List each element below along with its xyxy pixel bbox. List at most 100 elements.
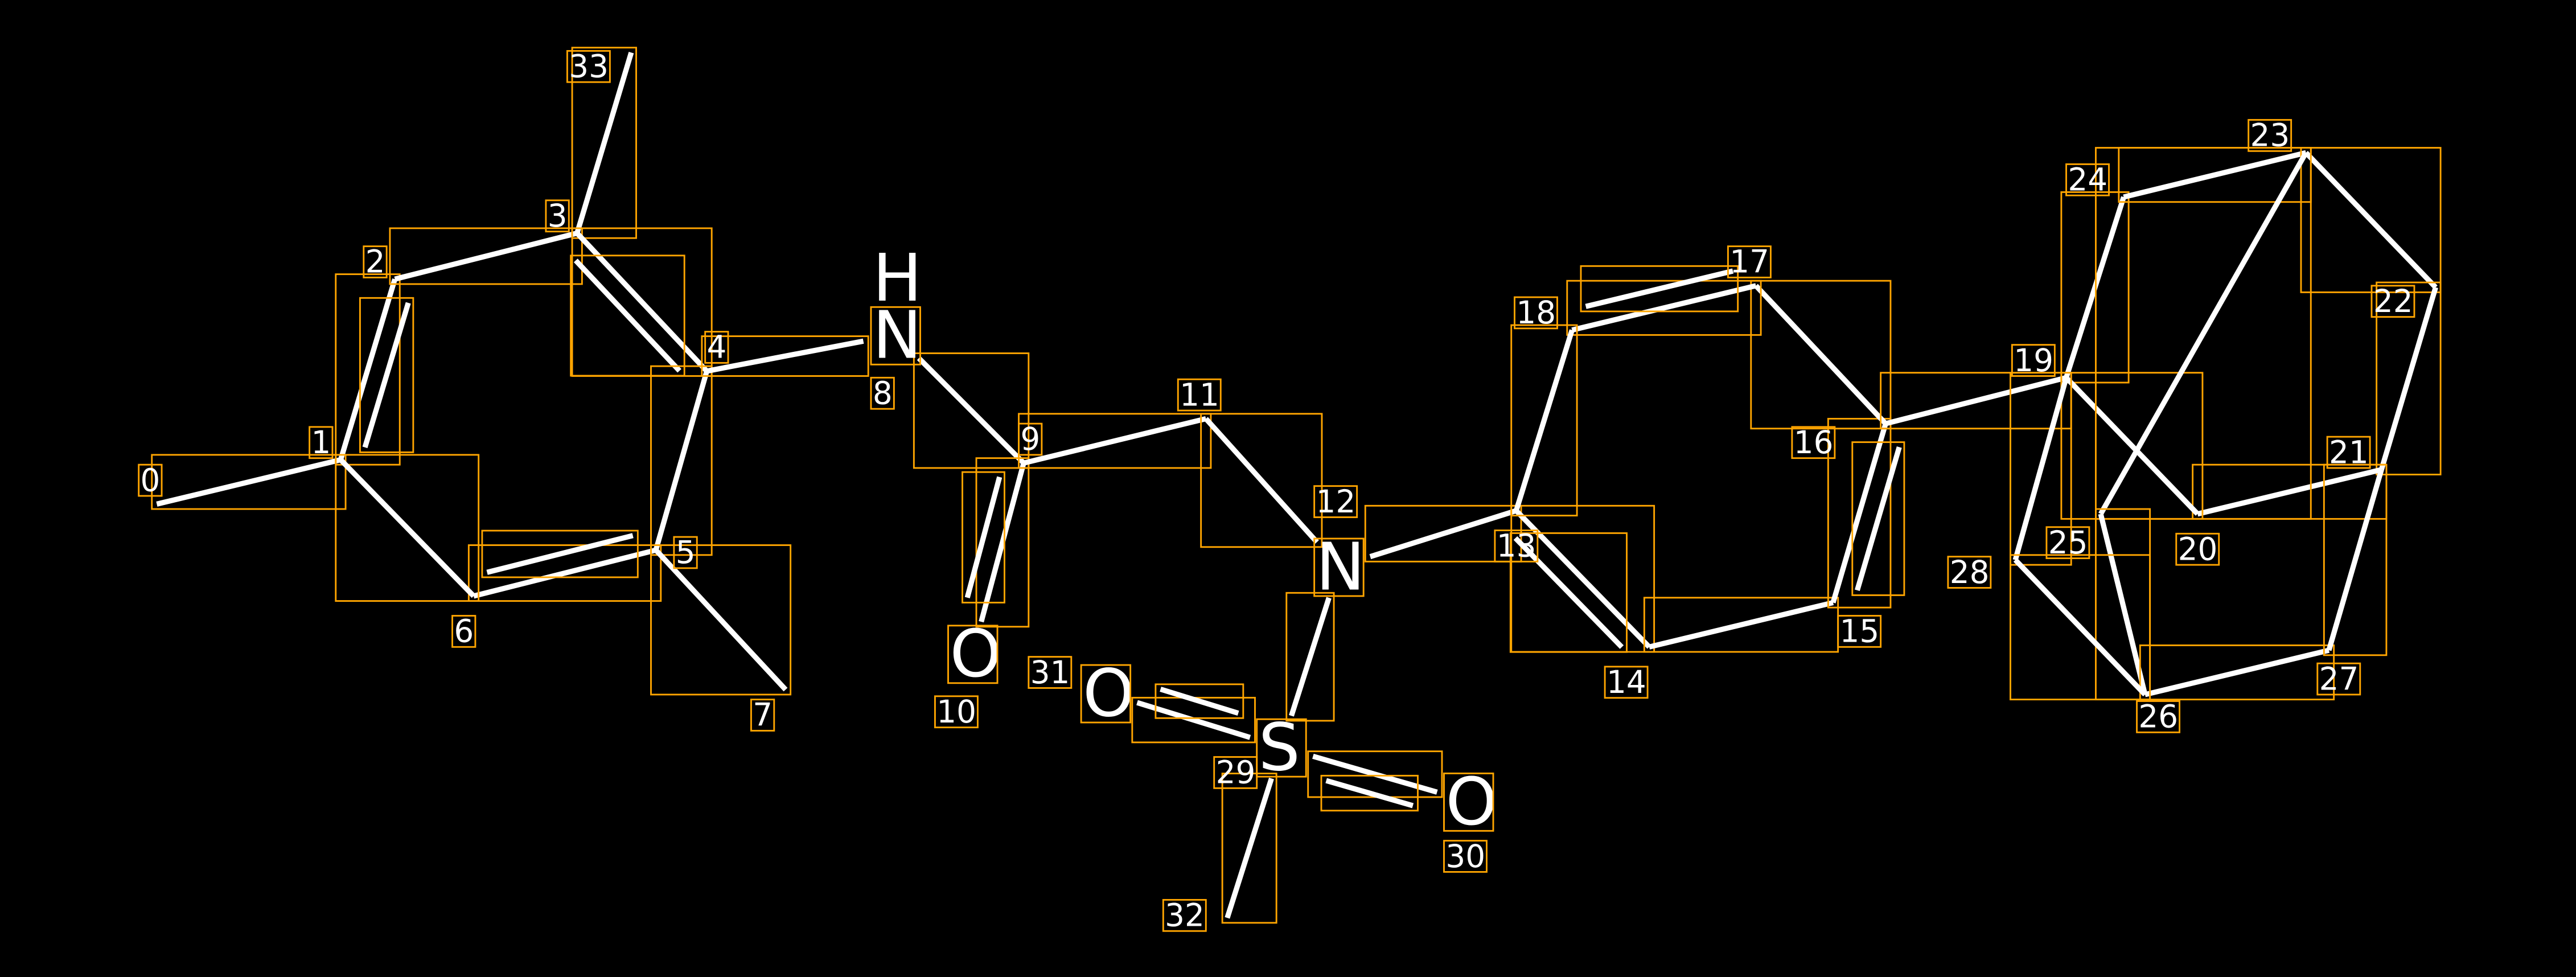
atom-index-box-24	[2065, 163, 2110, 196]
bond-16-19	[1885, 375, 2067, 426]
atom-index-box-28	[1947, 556, 1992, 589]
atom-index-box-27	[2316, 662, 2361, 696]
atom-index-box-23	[2248, 119, 2292, 152]
atom-index-17: 17	[1729, 244, 1769, 280]
bond-0-1-box	[151, 454, 347, 510]
bond-16-17	[1754, 284, 1888, 426]
bond-5-6-second-line-box	[481, 529, 639, 578]
bond-1-2-second-line-box	[359, 297, 414, 453]
bond-3-33-box	[571, 47, 637, 239]
atom-index-16: 16	[1794, 424, 1834, 461]
atoms-layer: 01234567N89O1011N12131415161718192021222…	[138, 48, 2415, 934]
bond-29-30-second-line-box	[1320, 774, 1419, 812]
atom-index-box-17	[1727, 245, 1772, 278]
atom-index-4: 4	[707, 329, 727, 366]
atom-symbol-box-29	[1256, 718, 1307, 778]
atom-index-20: 20	[2178, 531, 2218, 567]
bond-25-26	[2098, 513, 2148, 696]
bond-19-28-box	[2010, 372, 2072, 566]
atom-index-box-20	[2175, 532, 2220, 566]
bond-4-5	[653, 370, 709, 551]
bond-26-27	[2144, 647, 2330, 697]
atom-index-9: 9	[1020, 421, 1040, 457]
bond-29-30-second-line	[1325, 778, 1414, 808]
atom-index-box-22	[2370, 285, 2415, 318]
bond-3-4-second-line	[573, 258, 681, 373]
atom-index-box-6	[451, 615, 476, 648]
atom-index-28: 28	[1950, 554, 1990, 590]
bond-17-18-second-line	[1585, 268, 1734, 309]
atom-index-7: 7	[753, 697, 773, 733]
bond-5-7-box	[650, 544, 792, 696]
bonds-layer	[151, 47, 2442, 924]
bond-13-14-second-line-box	[1509, 532, 1628, 653]
atom-index-box-10	[934, 695, 979, 729]
atom-index-0: 0	[141, 462, 161, 498]
bond-29-30	[1312, 753, 1438, 795]
atom-index-box-29	[1213, 756, 1258, 789]
bond-17-18	[1571, 283, 1757, 333]
atom-index-2: 2	[365, 244, 385, 280]
atom-index-box-15	[1837, 615, 1882, 648]
atom-index-8: 8	[873, 375, 893, 411]
atom-index-box-21	[2326, 436, 2371, 469]
atom-symbol-30: O	[1445, 764, 1497, 840]
atom-index-18: 18	[1516, 294, 1556, 331]
atom-index-27: 27	[2319, 660, 2359, 697]
bond-12-29-box	[1285, 592, 1335, 722]
atom-index-box-3	[545, 199, 570, 233]
atom-index-box-5	[673, 536, 698, 569]
atom-index-32: 32	[1165, 897, 1205, 934]
atom-symbol-box-30	[1443, 772, 1494, 832]
atom-index-15: 15	[1840, 613, 1880, 650]
atom-index-21: 21	[2329, 434, 2369, 470]
atom-index-1: 1	[311, 424, 331, 461]
bond-6-1-box	[335, 454, 480, 602]
atom-symbol-box-31	[1080, 664, 1132, 724]
bond-14-15	[1648, 600, 1834, 650]
bond-17-18-second-line-box	[1580, 265, 1739, 313]
bond-29-31-second-line	[1160, 687, 1239, 716]
atom-index-24: 24	[2068, 162, 2107, 198]
atom-index-box-7	[750, 699, 775, 732]
bond-8-9-box	[913, 352, 1030, 469]
atom-index-box-31	[1028, 656, 1073, 689]
bond-22-21-box	[2376, 281, 2442, 475]
bond-11-12	[1203, 417, 1319, 544]
atom-symbol-box-10	[947, 625, 999, 684]
bond-15-16-second-line-box	[1851, 441, 1905, 596]
bond-19-28	[2012, 377, 2069, 561]
bond-0-1	[156, 457, 342, 507]
atom-index-box-11	[1177, 378, 1222, 412]
atom-index-box-4	[704, 331, 729, 364]
bond-5-6	[473, 547, 657, 599]
bond-9-10-second-line-box	[962, 471, 1005, 604]
atom-index-box-8	[870, 376, 895, 410]
bond-21-20	[2197, 467, 2382, 517]
atom-index-22: 22	[2373, 283, 2413, 319]
atom-index-31: 31	[1030, 654, 1070, 691]
bond-18-13	[1513, 329, 1575, 512]
atom-index-box-16	[1791, 426, 1836, 459]
bond-9-10-box	[975, 457, 1030, 628]
atom-index-30: 30	[1445, 838, 1485, 875]
atom-symbol-box-12	[1313, 537, 1365, 597]
atom-index-3: 3	[548, 198, 568, 234]
atom-index-box-2	[363, 245, 388, 278]
bond-9-10	[979, 462, 1026, 623]
bond-4-8-box	[701, 335, 869, 377]
bond-29-31-second-line-box	[1155, 683, 1244, 719]
atom-index-6: 6	[454, 613, 474, 650]
atom-index-12: 12	[1316, 483, 1356, 520]
atom-index-box-9	[1018, 422, 1043, 456]
atom-index-box-32	[1162, 899, 1207, 932]
atom-index-box-1	[309, 426, 334, 459]
atom-symbol-12: N	[1316, 529, 1365, 605]
bond-1-2-box	[335, 273, 401, 466]
bond-1-2	[338, 278, 398, 461]
bond-5-7	[654, 548, 788, 692]
atom-index-box-14	[1604, 666, 1649, 699]
bond-28-26	[2013, 558, 2147, 697]
atom-index-box-25	[2045, 526, 2090, 560]
